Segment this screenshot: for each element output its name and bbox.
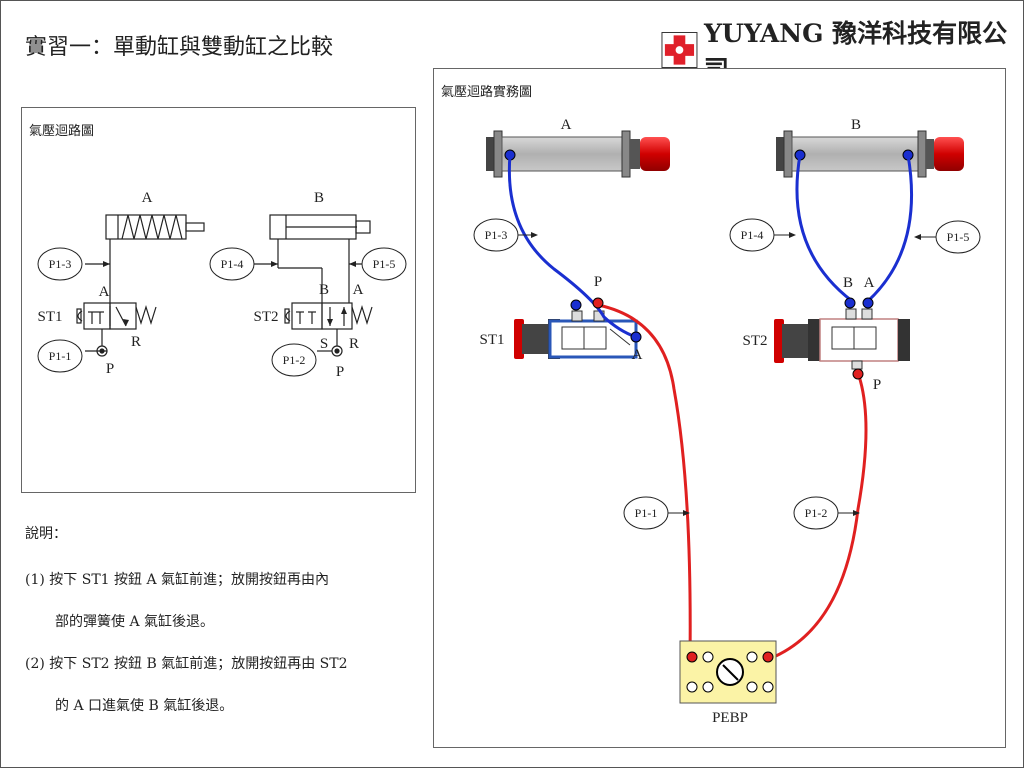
st2-port-s-label: S <box>320 336 328 352</box>
practical-valve-st2 <box>774 308 910 370</box>
notes-heading: 說明： <box>25 526 67 542</box>
tag-p1-4-label: P1-4 <box>221 257 244 271</box>
tag-p1-2-label: P1-2 <box>283 353 306 367</box>
practical-cylinder-a <box>486 130 670 178</box>
practical-st2-port-p-label: P <box>873 377 881 393</box>
st2-port-a-label: A <box>353 282 364 298</box>
st2-port-r-label: R <box>349 336 359 352</box>
practical-cylinder-a-label: A <box>561 117 572 133</box>
tag-p1-3 <box>37 247 83 281</box>
practical-tag-p1-4-label: P1-4 <box>741 228 764 242</box>
practical-st1-port-a-label: A <box>632 347 643 363</box>
pebp-unit <box>679 640 777 704</box>
st1-port-a-label: A <box>99 284 110 300</box>
tag-p1-5 <box>361 247 407 281</box>
hose-p1-2 <box>768 372 868 661</box>
tag-p1-4 <box>209 247 255 281</box>
cylinder-a-label: A <box>142 190 153 206</box>
practical-diagram: P1-3 P1-4 P1-5 P1-1 P1-2 A B P A B A P S… <box>473 117 981 726</box>
st2-port-p-label: P <box>336 364 344 380</box>
schematic-panel: 氣壓迴路圖 <box>21 107 416 493</box>
tag-p1-5-label: P1-5 <box>373 257 396 271</box>
cylinder-b-label: B <box>314 190 324 206</box>
notes-line-1: (1) 按下 ST1 按鈕 A 氣缸前進；放開按鈕再由內 <box>25 572 330 588</box>
hose-p1-3 <box>507 154 637 339</box>
practical-st2-label: ST2 <box>742 333 767 349</box>
schematic-panel-title: 氣壓迴路圖 <box>29 124 95 139</box>
practical-st2-port-a-label: A <box>864 275 875 291</box>
st1-port-r-label: R <box>131 334 141 350</box>
tag-p1-3-label: P1-3 <box>49 257 72 271</box>
tag-p1-1-label: P1-1 <box>49 349 72 363</box>
practical-st2-port-b-label: B <box>843 275 853 291</box>
hose-p1-5 <box>866 154 914 303</box>
practical-cylinder-b-label: B <box>851 117 861 133</box>
st1-label: ST1 <box>37 309 62 325</box>
practical-tag-p1-1-label: P1-1 <box>635 506 658 520</box>
tag-p1-1 <box>37 339 83 373</box>
notes-line-4: 的 A 口進氣使 B 氣缸後退。 <box>55 698 234 714</box>
red-cross-logo-icon <box>661 32 698 68</box>
practical-st1-label: ST1 <box>479 332 504 348</box>
page-title: 實習一：單動缸與雙動缸之比較 <box>25 35 334 60</box>
practical-tag-p1-2-label: P1-2 <box>805 506 828 520</box>
tag-p1-2 <box>271 343 317 377</box>
notes-line-3: (2) 按下 ST2 按鈕 B 氣缸前進；放開按鈕再由 ST2 <box>25 656 348 672</box>
st2-label: ST2 <box>253 309 278 325</box>
st2-port-b-label: B <box>319 282 329 298</box>
hose-p1-4 <box>795 154 853 303</box>
practical-valve-st1 <box>514 310 638 359</box>
practical-cylinder-b <box>776 130 964 178</box>
practical-panel-title: 氣壓迴路實務圖 <box>441 85 533 100</box>
st1-port-p-label: P <box>106 361 114 377</box>
schematic-diagram: P1-3 P1-4 P1-5 P1-1 P1-2 A B A B A R P S… <box>37 190 407 380</box>
pebp-label: PEBP <box>712 710 748 726</box>
practical-tag-p1-3-label: P1-3 <box>485 228 508 242</box>
practical-tag-p1-5-label: P1-5 <box>947 230 970 244</box>
practical-st1-port-p-label: P <box>594 274 602 290</box>
practical-panel: 氣壓迴路實務圖 <box>433 68 1006 748</box>
notes-line-2: 部的彈簧使 A 氣缸後退。 <box>55 614 215 630</box>
hose-p1-1 <box>597 303 692 660</box>
